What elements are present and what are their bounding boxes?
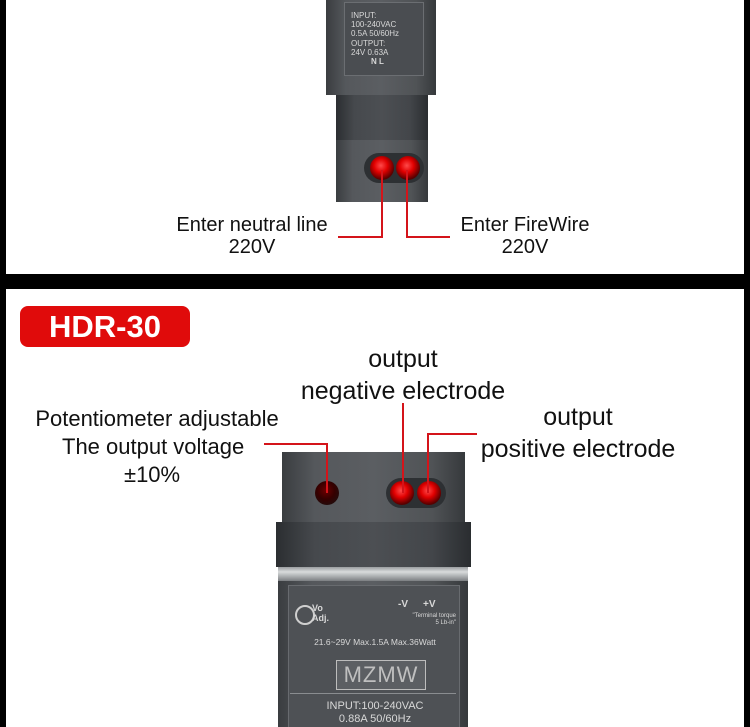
leader-neutral-h <box>338 236 383 238</box>
label-negative-electrode: output negative electrode <box>300 345 506 405</box>
leader-pos-h <box>427 433 477 435</box>
label-neutral-line: Enter neutral line 220V <box>176 214 328 258</box>
top-spec-label: INPUT: 100-240VAC 0.5A 50/60Hz OUTPUT: 2… <box>344 2 424 76</box>
spec-input-title: INPUT: <box>351 11 377 20</box>
input-spec: INPUT:100-240VAC <box>326 700 424 712</box>
input-spec-2: 0.88A 50/60Hz <box>338 712 412 725</box>
adj-dial-icon <box>295 605 315 625</box>
leader-neg-v <box>402 403 404 493</box>
spec-output-title: OUTPUT: <box>351 38 386 48</box>
top-panel: INPUT: 100-240VAC 0.5A 50/60Hz OUTPUT: 2… <box>6 0 744 274</box>
label-firewire: Enter FireWire 220V <box>460 214 590 258</box>
torque-line-1: "Terminal torque <box>412 613 456 619</box>
bottom-panel: HDR-30 Vo Adj. -V +V "Terminal torque 5 … <box>6 289 744 727</box>
leader-live-h <box>406 236 450 238</box>
model-badge: HDR-30 <box>20 306 190 347</box>
spec-input-current: 0.5A 50/60Hz <box>351 29 400 39</box>
leader-pos-v <box>427 433 429 493</box>
pos-sign: +V <box>423 599 436 610</box>
brand-text: MZMW <box>343 662 419 687</box>
spec-output-value: 24V 0.63A <box>351 47 389 57</box>
label-potentiometer: Potentiometer adjustable The output volt… <box>35 406 279 488</box>
model-badge-text: HDR-30 <box>49 309 161 344</box>
spec-terminals: N L <box>371 56 384 66</box>
leader-live-v <box>406 170 408 238</box>
leader-pot-v <box>326 443 328 493</box>
terminal-live <box>396 156 420 180</box>
adj-label: Adj. <box>312 613 329 624</box>
leader-pot-h <box>264 443 328 445</box>
rating-text: 21.6~29V Max.1.5A Max.36Watt <box>314 637 436 647</box>
device-front-panel <box>288 585 460 727</box>
din-rail <box>278 567 468 581</box>
device-step <box>276 522 471 567</box>
spec-input-value: 100-240VAC <box>351 20 397 30</box>
device-divider <box>290 693 456 694</box>
leader-neutral-v <box>381 170 383 238</box>
torque-line-2: 5 Lb-in" <box>435 619 456 626</box>
neg-sign: -V <box>398 599 408 610</box>
vo-label: Vo <box>312 603 323 613</box>
terminal-positive <box>417 481 441 505</box>
brand-label: MZMW <box>336 660 426 690</box>
top-device-step <box>336 95 428 140</box>
label-positive-electrode: output positive electrode <box>480 403 676 463</box>
